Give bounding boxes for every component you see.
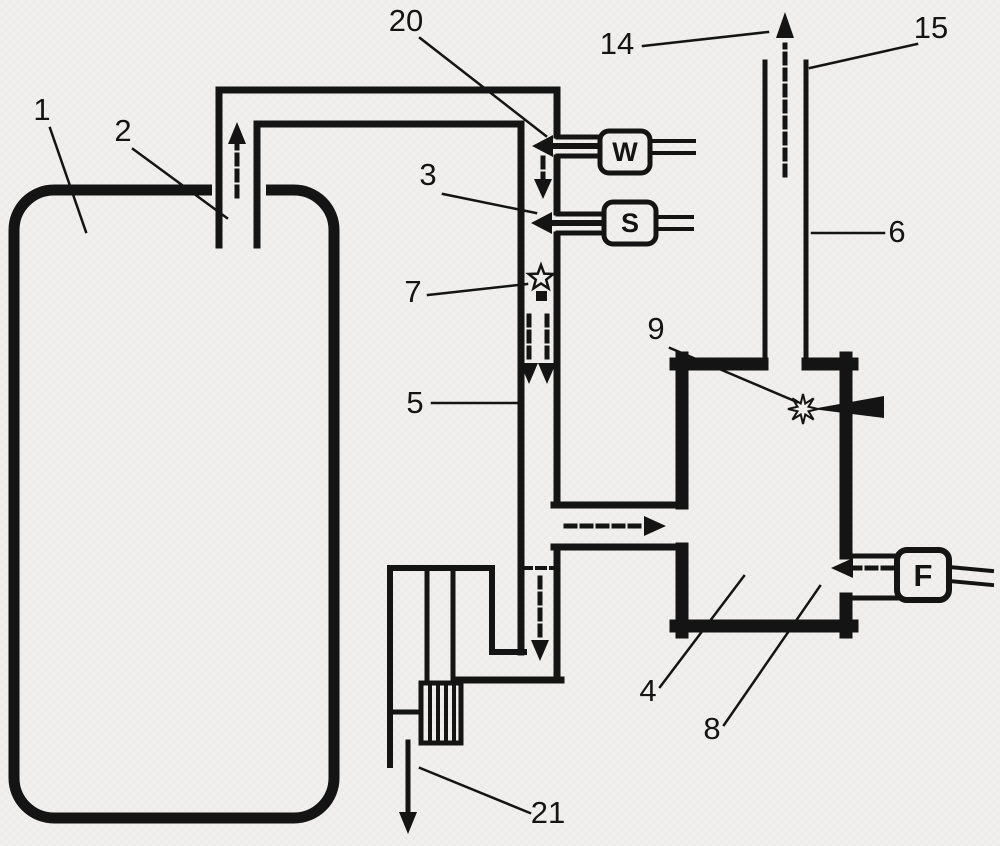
drain-arrowhead-icon: [399, 812, 417, 834]
leader-1: [48, 126, 88, 234]
steam-stub-pipe: [555, 211, 607, 236]
steam-arrow-head-icon: [531, 212, 552, 234]
pipe-assembly: [215, 86, 561, 684]
chamber-4: [669, 351, 859, 639]
label-9: 9: [647, 311, 664, 346]
label-7: 7: [404, 274, 421, 309]
leader-3: [441, 192, 538, 215]
fuel-stub-pipe: [843, 553, 901, 601]
label-21: 21: [531, 795, 565, 830]
water-box-label: W: [612, 137, 638, 167]
label-3: 3: [419, 157, 436, 192]
star-icon: [525, 261, 557, 292]
inner-pipe-channel-left: [253, 120, 525, 656]
fuel-box: [894, 547, 952, 603]
tank-outline: [8, 184, 340, 824]
leader-lines: [48, 30, 919, 815]
label-20: 20: [389, 3, 423, 38]
steam-box: [601, 199, 659, 247]
leader-4: [658, 574, 746, 689]
trap-arrowhead-icon: [531, 640, 549, 661]
fuel-inlet: F: [831, 547, 995, 603]
nozzle-7: [525, 261, 557, 301]
steam-box-label: S: [621, 208, 639, 238]
leader-9: [668, 346, 799, 404]
steam-supply-lines: [654, 215, 694, 231]
label-2: 2: [114, 113, 131, 148]
drain-outlet-arrow: [399, 739, 417, 834]
label-14: 14: [600, 26, 634, 61]
nozzle-stem: [536, 291, 547, 301]
part-labels: 1 2 20 3 7 5 14 15 6 9 4 8 21: [33, 3, 948, 830]
flow-arrowhead-left-icon: [520, 363, 538, 384]
leader-2: [131, 147, 229, 220]
passage-duct: [550, 501, 688, 551]
fuel-box-label: F: [914, 558, 933, 593]
passage-flow-arrow: [563, 516, 666, 536]
leader-15: [808, 42, 919, 70]
outer-pipe: [215, 86, 561, 249]
leader-14: [641, 30, 770, 48]
label-15: 15: [914, 10, 948, 45]
label-4: 4: [639, 673, 656, 708]
neck-arrowhead-icon: [228, 122, 246, 144]
label-1: 1: [33, 92, 50, 127]
neck-flow-arrow: [228, 122, 246, 199]
flow-arrowhead-right-icon: [538, 363, 556, 384]
drain-trap: [387, 565, 565, 768]
leader-7: [426, 282, 529, 297]
water-inlet: W: [532, 128, 696, 199]
exhaust-pipe-6: [762, 59, 809, 367]
leader-20: [418, 36, 548, 138]
exhaust-arrowhead-icon: [776, 12, 794, 38]
water-flow-arrowhead-icon: [534, 179, 552, 199]
channel-flow-arrows: [520, 313, 556, 384]
exhaust-flow-arrow: [776, 12, 794, 178]
igniter-9: [787, 393, 884, 425]
igniter-electrode: [812, 396, 884, 418]
label-6: 6: [888, 214, 905, 249]
water-arrow-head-icon: [532, 135, 553, 157]
steam-inlet: S: [531, 199, 694, 247]
leader-21: [418, 766, 532, 815]
trap-u-bend: [387, 565, 527, 655]
pump-grid-icon: [428, 685, 456, 741]
fuel-supply-lines: [946, 564, 995, 588]
spark-icon: [787, 393, 819, 425]
passage-arrowhead-icon: [644, 516, 666, 536]
trap-flow: [521, 566, 557, 661]
label-8: 8: [703, 711, 720, 746]
label-5: 5: [406, 385, 423, 420]
leader-8: [722, 584, 822, 727]
water-supply-lines: [648, 139, 696, 155]
water-stub-pipe: [555, 134, 603, 159]
fuel-arrowhead-icon: [831, 558, 853, 578]
